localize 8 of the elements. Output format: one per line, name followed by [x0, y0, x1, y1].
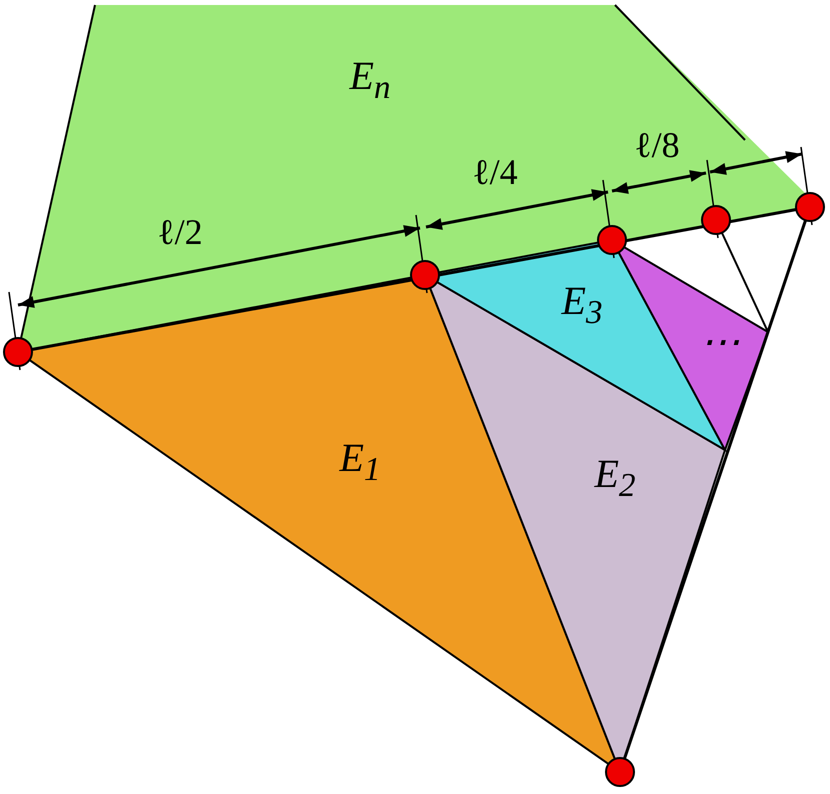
- dimension-label: ℓ/4: [472, 154, 518, 190]
- element-label: E$_{1}$: [339, 438, 381, 486]
- element-label: ⋯: [700, 322, 740, 362]
- element-label: E$_{3}$: [561, 280, 603, 330]
- element-label: E$_{n}$: [349, 56, 391, 104]
- dimension-label: ℓ/8: [634, 127, 680, 163]
- element-label: E$_{2}$: [594, 454, 636, 502]
- dimension-label: ℓ/2: [157, 214, 203, 250]
